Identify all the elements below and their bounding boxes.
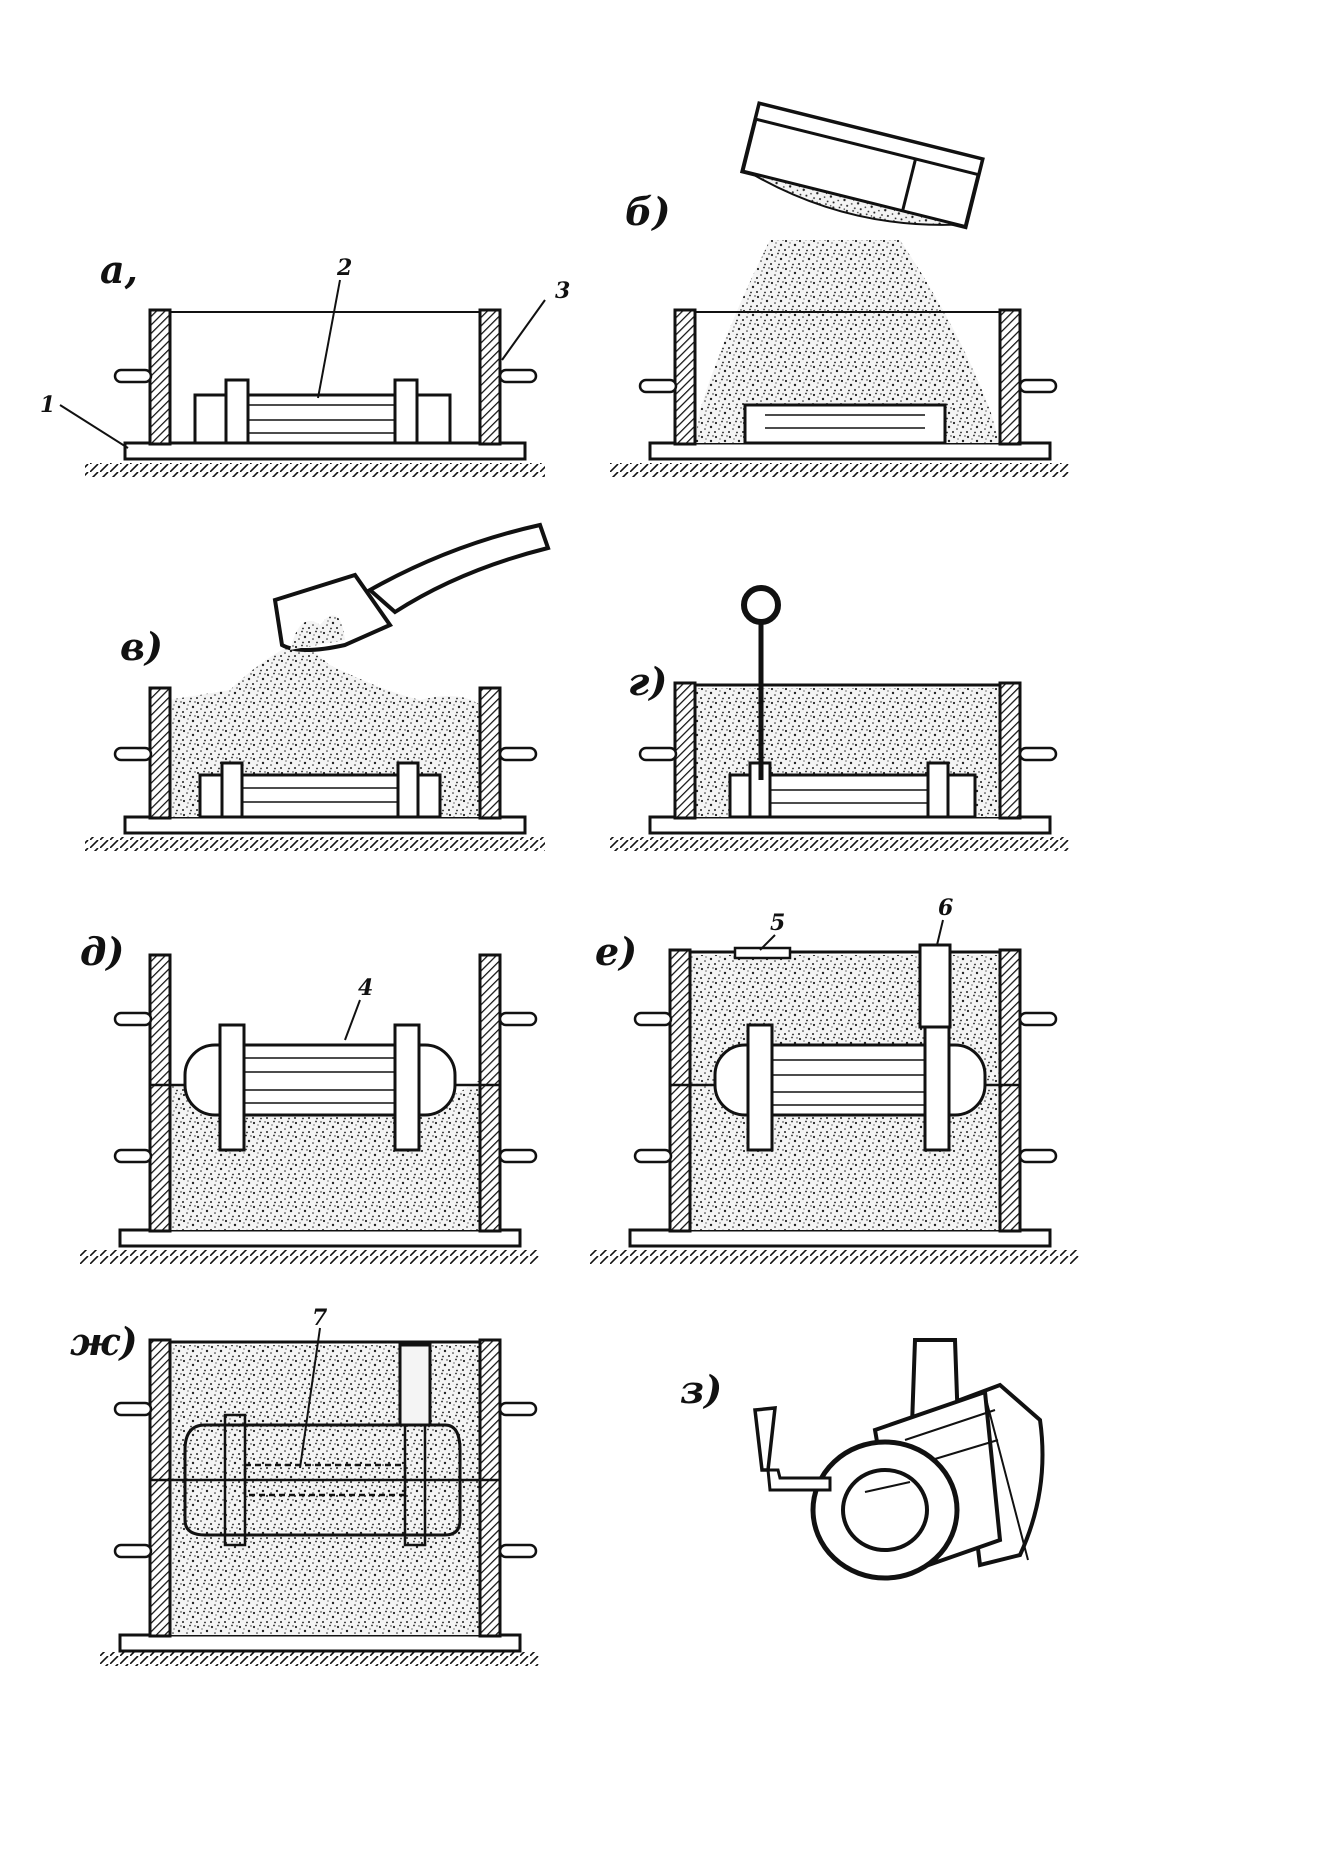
callout-3: 3: [555, 278, 570, 304]
vent-wire: [741, 585, 781, 780]
flask-wall-left: [673, 308, 697, 446]
flask-wall-right: [478, 1338, 502, 1638]
flask-handle-right: [498, 368, 538, 384]
callout-7: 7: [312, 1305, 328, 1331]
molding-board: [118, 1228, 522, 1248]
panel-label-a: а,: [100, 247, 138, 292]
flask-wall-right: [478, 308, 502, 446]
callout-5: 5: [770, 910, 785, 936]
flask-wall-right: [998, 308, 1022, 446]
panel-label-v: в): [120, 624, 163, 669]
full-pattern: [713, 1023, 987, 1152]
core: [243, 1463, 407, 1497]
casting-bore: [841, 1468, 929, 1552]
flask-wall-right: [998, 681, 1022, 820]
panel-label-d: д): [80, 929, 124, 974]
molding-board: [123, 815, 527, 835]
panel-label-e: е): [595, 929, 637, 974]
half-pattern: [728, 761, 977, 819]
callout-6: 6: [938, 895, 953, 921]
floor: [85, 837, 545, 851]
flask-handle-left: [113, 368, 153, 384]
panel-z: з): [680, 1338, 1045, 1581]
flask-wall-left: [148, 686, 172, 820]
molding-board: [648, 815, 1052, 835]
panel-zh: ж) 7: [70, 1305, 540, 1666]
half-pattern: [193, 378, 452, 445]
panel-label-z: з): [680, 1367, 722, 1412]
flask-wall-right: [478, 686, 502, 820]
flask-wall-left: [668, 948, 692, 1233]
full-pattern: [183, 1023, 457, 1152]
finished-casting: [753, 1338, 1045, 1581]
panel-v: в): [85, 522, 551, 851]
half-pattern: [198, 761, 442, 819]
flask-wall-left: [148, 953, 172, 1233]
shovel: [272, 522, 551, 652]
molding-board: [123, 441, 527, 461]
falling-sand: [695, 240, 1000, 443]
riddle-sieve: [739, 101, 985, 230]
panel-d: д) 4: [80, 929, 540, 1264]
sprue-channel: [398, 1343, 432, 1427]
panel-a: а, 1 2 3: [40, 247, 570, 477]
floor: [85, 463, 545, 477]
flask-wall-right: [998, 948, 1022, 1233]
flask-wall-left: [673, 681, 697, 820]
panel-g: г): [610, 585, 1070, 851]
callout-2: 2: [336, 255, 352, 281]
molding-board: [648, 441, 1052, 461]
assembled-mold-sand: [170, 1345, 480, 1635]
callout-4: 4: [358, 975, 373, 1001]
sprue-pin: [918, 943, 952, 1029]
flask-wall-right: [478, 953, 502, 1233]
panel-label-zh: ж): [70, 1319, 138, 1364]
panel-e: е) 5 6: [590, 895, 1080, 1264]
floor: [100, 1652, 540, 1666]
vent-plug: [733, 946, 792, 960]
molding-board: [628, 1228, 1052, 1248]
floor: [610, 463, 1070, 477]
panel-label-g: г): [628, 659, 667, 704]
half-pattern: [743, 403, 947, 445]
callout-1: 1: [40, 392, 55, 418]
floor: [610, 837, 1070, 851]
floor: [80, 1250, 540, 1264]
flask-wall-left: [148, 308, 172, 446]
floor: [590, 1250, 1080, 1264]
panel-label-b: б): [625, 189, 670, 234]
flask-wall-left: [148, 1338, 172, 1638]
panel-b: б): [610, 101, 1070, 477]
molding-board: [118, 1633, 522, 1653]
feeder-handle: [753, 1406, 777, 1472]
